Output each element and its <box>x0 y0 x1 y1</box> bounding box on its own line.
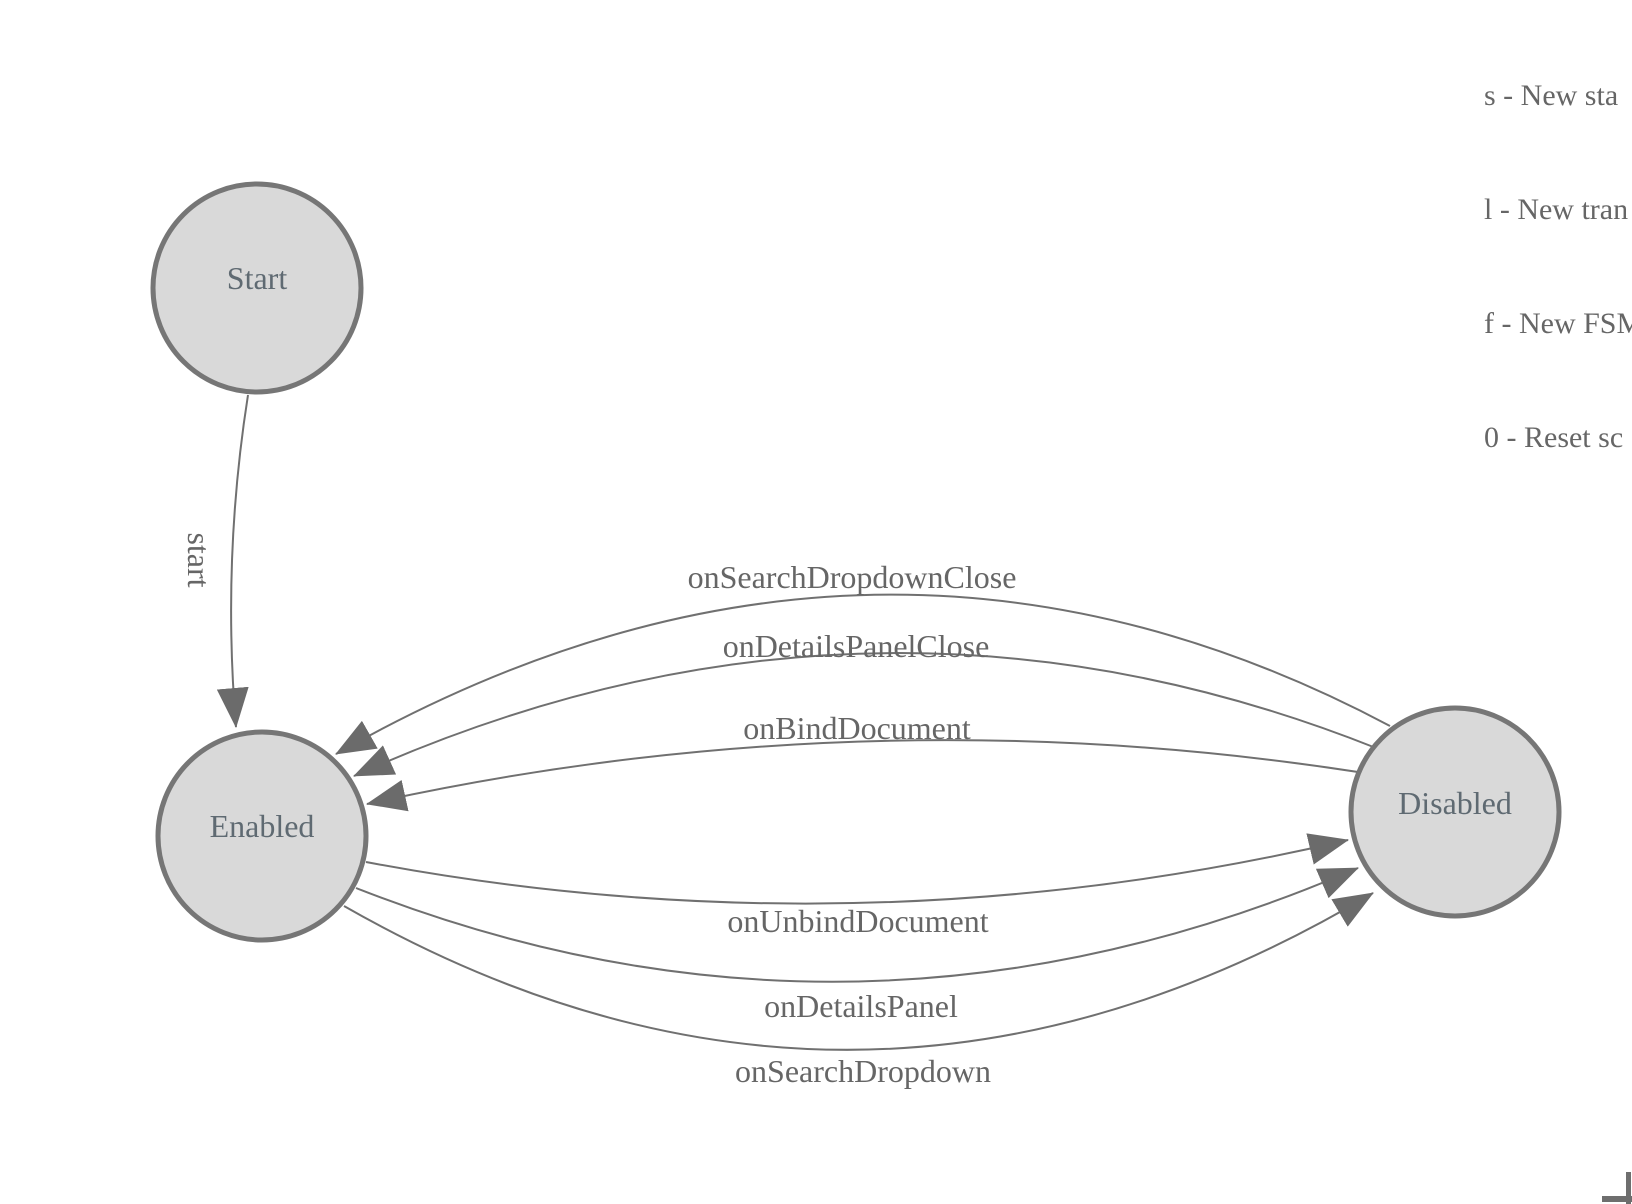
edge-label-onDetailsPanel: onDetailsPanel <box>764 988 958 1024</box>
legend-line-new-transition: l - New tran <box>1484 193 1629 226</box>
state-circle-disabled[interactable] <box>1348 705 1562 919</box>
edge-onSearchDropdownClose[interactable] <box>335 593 1391 755</box>
state-node-start[interactable]: Start <box>150 181 364 395</box>
legend-line-new-state: s - New sta <box>1484 79 1619 112</box>
paper-corner-marker-horizontal <box>1602 1196 1632 1202</box>
state-node-enabled[interactable]: Enabled <box>155 729 369 943</box>
edge-start[interactable] <box>216 394 249 728</box>
state-node-disabled[interactable]: Disabled <box>1348 705 1562 919</box>
state-label-disabled: Disabled <box>1398 785 1512 821</box>
edge-label-onUnbindDocument: onUnbindDocument <box>727 903 988 939</box>
edge-onDetailsPanelClose[interactable] <box>353 652 1377 777</box>
edge-labels-layer: start onSearchDropdownClose onDetailsPan… <box>181 532 1016 1089</box>
edge-label-onDetailsPanelClose: onDetailsPanelClose <box>723 628 990 664</box>
state-label-start: Start <box>227 260 288 296</box>
edge-onBindDocument[interactable] <box>366 739 1359 812</box>
edge-label-start: start <box>181 532 217 587</box>
edge-onUnbindDocument[interactable] <box>365 833 1349 905</box>
state-circle-start[interactable] <box>150 181 364 395</box>
edge-onSearchDropdown[interactable] <box>343 892 1374 1051</box>
legend-line-reset: 0 - Reset sc <box>1484 421 1624 454</box>
state-circle-enabled[interactable] <box>155 729 369 943</box>
edge-onDetailsPanel[interactable] <box>355 867 1359 983</box>
paper-corner-marker-vertical <box>1626 1172 1631 1204</box>
legend-line-new-fsm: f - New FSM <box>1484 307 1632 340</box>
edges-layer <box>216 394 1391 1051</box>
shortcut-legend: s - New sta l - New tran f - New FSM 0 -… <box>1484 1 1632 495</box>
edge-label-onBindDocument: onBindDocument <box>743 710 971 746</box>
edge-label-onSearchDropdownClose: onSearchDropdownClose <box>688 559 1017 595</box>
state-label-enabled: Enabled <box>210 808 315 844</box>
edge-label-onSearchDropdown: onSearchDropdown <box>735 1053 991 1089</box>
